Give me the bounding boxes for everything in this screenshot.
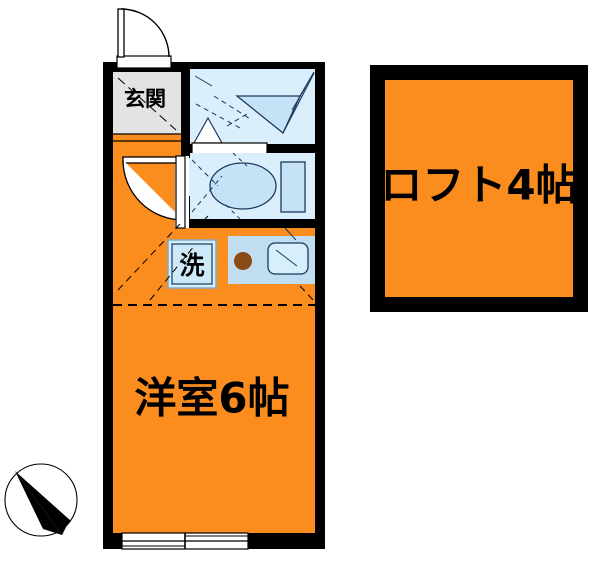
bath-sliding-door	[191, 142, 268, 155]
toilet-hatch-4	[225, 204, 241, 220]
hall-hatch-1	[117, 223, 181, 291]
bathtub-inner-line	[291, 87, 306, 111]
sink-basin-line	[275, 249, 298, 267]
kitchen-hatch-1	[284, 227, 297, 241]
entrance-diagonal-line	[117, 77, 177, 131]
gas-burner	[234, 252, 252, 270]
entrance-door	[116, 8, 172, 69]
balcony-window	[121, 532, 249, 550]
loft-label: ロフト4帖	[380, 161, 577, 210]
bathtub-edge-line-2	[282, 72, 315, 134]
entrance-door-threshold	[116, 55, 172, 69]
interior-door	[122, 155, 189, 229]
entrance-door-leaf	[117, 8, 125, 58]
compass-needle-shadow	[15, 471, 62, 535]
interior-door-swing-arc	[122, 159, 184, 221]
toilet-tank	[280, 161, 306, 213]
washer-label: 洗	[179, 251, 204, 280]
entrance-step	[113, 134, 181, 141]
kitchen-sink	[267, 242, 309, 275]
main-unit-group: 洗 洋室6帖	[103, 8, 325, 550]
main-room-label: 洋室6帖	[134, 374, 289, 423]
toilet-hatch-3	[232, 152, 248, 167]
wet-area-bottom-wall	[189, 219, 315, 228]
bath-hatch-4	[194, 75, 213, 87]
compass-needle-main	[15, 471, 71, 535]
compass-needle-notch	[62, 521, 71, 535]
interior-door-jamb	[175, 155, 186, 229]
hall-hatch-3	[299, 285, 316, 303]
entrance-tile	[113, 72, 181, 134]
north-arrow	[4, 463, 78, 537]
loft-fill	[385, 80, 573, 297]
bath-hatch-3	[226, 111, 251, 127]
wet-area-left-wall-upper	[181, 62, 190, 158]
toilet-group	[189, 152, 315, 220]
interior-door-leaf	[122, 156, 184, 164]
wall-corner-bottom-right	[248, 533, 325, 549]
toilet-hatch-2	[191, 175, 223, 213]
entrance-door-swing-arc	[120, 8, 170, 58]
washing-machine-space: 洗	[167, 239, 217, 289]
entrance-label: 玄関	[124, 87, 166, 111]
toilet-hatch-1	[191, 159, 219, 187]
kitchen-group	[228, 227, 315, 284]
toilet-bowl	[209, 162, 277, 210]
loft-unit-group: ロフト4帖	[370, 65, 588, 312]
bathtub-shape	[235, 95, 302, 135]
bath-hatch-2	[213, 95, 253, 121]
bathroom-group	[189, 69, 315, 155]
washer-inner	[171, 243, 213, 285]
wall-corner-bottom-left	[103, 533, 122, 549]
hall-hatch-4	[195, 215, 209, 229]
